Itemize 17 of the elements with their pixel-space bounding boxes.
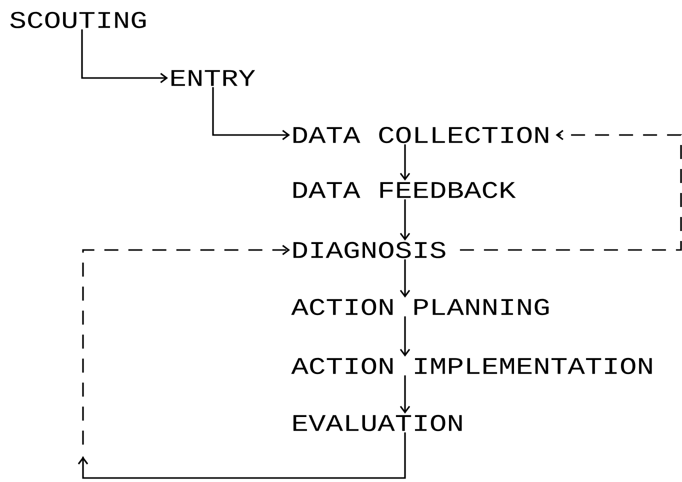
step-label: ACTION IMPLEMENTATION [291,358,652,374]
arrow [400,199,410,241]
step-label: EVALUATION [293,414,462,432]
step-label: DATA COLLECTION [293,126,548,144]
step-label: ENTRY [171,70,256,86]
arrow [400,144,410,181]
step-label: DATA FEEDBACK [293,182,516,198]
step-label: ACTION PLANNING [291,298,549,316]
arrow [81,29,168,84]
arrow [400,259,410,298]
feedback-arrow [78,244,406,479]
arrow [400,375,410,414]
arrow [212,87,290,140]
step-label: DIAGNOSIS [293,242,446,258]
arrow [400,316,410,357]
feedback-arrow [556,130,564,140]
step-label: SCOUTING [10,12,146,28]
